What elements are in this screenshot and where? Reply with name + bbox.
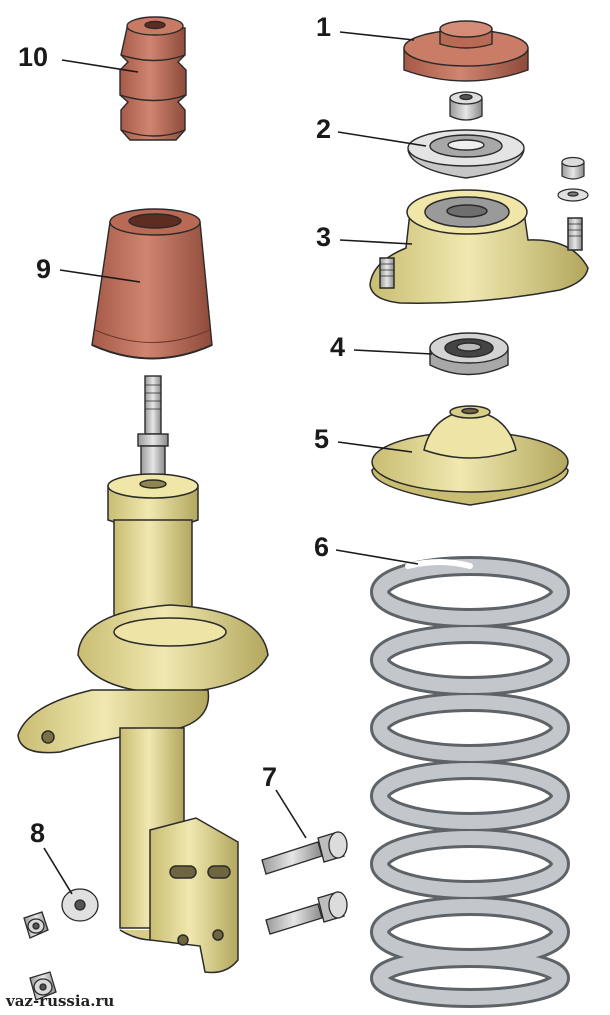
- callout-3: 3: [316, 222, 332, 252]
- part-2-support-washer: [407, 129, 525, 179]
- callout-6: 6: [314, 532, 330, 562]
- nut-top: [449, 91, 483, 121]
- callout-7: 7: [262, 762, 278, 792]
- leader-lines: [43, 31, 433, 895]
- leader-line-10: [61, 59, 139, 73]
- part-3-strut-mount: [369, 189, 589, 304]
- part-8-eccentric-washer-nuts: [23, 888, 99, 1001]
- part-6-coil-spring: [370, 556, 570, 1008]
- leader-line-4: [353, 349, 433, 355]
- part-7-bolts: [261, 831, 348, 935]
- leader-line-8: [43, 847, 73, 895]
- leader-line-3: [339, 239, 413, 245]
- callout-4: 4: [330, 332, 346, 362]
- part-4-bearing: [429, 332, 509, 376]
- part-10-bump-stop: [119, 16, 187, 141]
- shock-rod: [137, 375, 169, 485]
- strut-body: [17, 473, 269, 974]
- leader-line-7: [275, 789, 307, 839]
- nuts-washers-right: [557, 156, 589, 202]
- part-9-dust-boot: [91, 208, 213, 360]
- part-5-upper-spring-seat: [371, 405, 569, 506]
- callout-1: 1: [316, 12, 332, 42]
- leader-line-5: [337, 441, 413, 453]
- callout-9: 9: [36, 254, 52, 284]
- callout-10: 10: [18, 42, 49, 72]
- leader-line-9: [59, 269, 141, 283]
- callout-5: 5: [314, 424, 330, 454]
- callout-2: 2: [316, 114, 332, 144]
- leader-line-6: [335, 549, 419, 565]
- leader-line-1: [339, 31, 415, 41]
- site-watermark: vaz-russia.ru: [6, 992, 115, 1010]
- leader-line-2: [337, 131, 427, 147]
- callout-8: 8: [30, 818, 46, 848]
- part-1-top-cushion: [403, 20, 529, 82]
